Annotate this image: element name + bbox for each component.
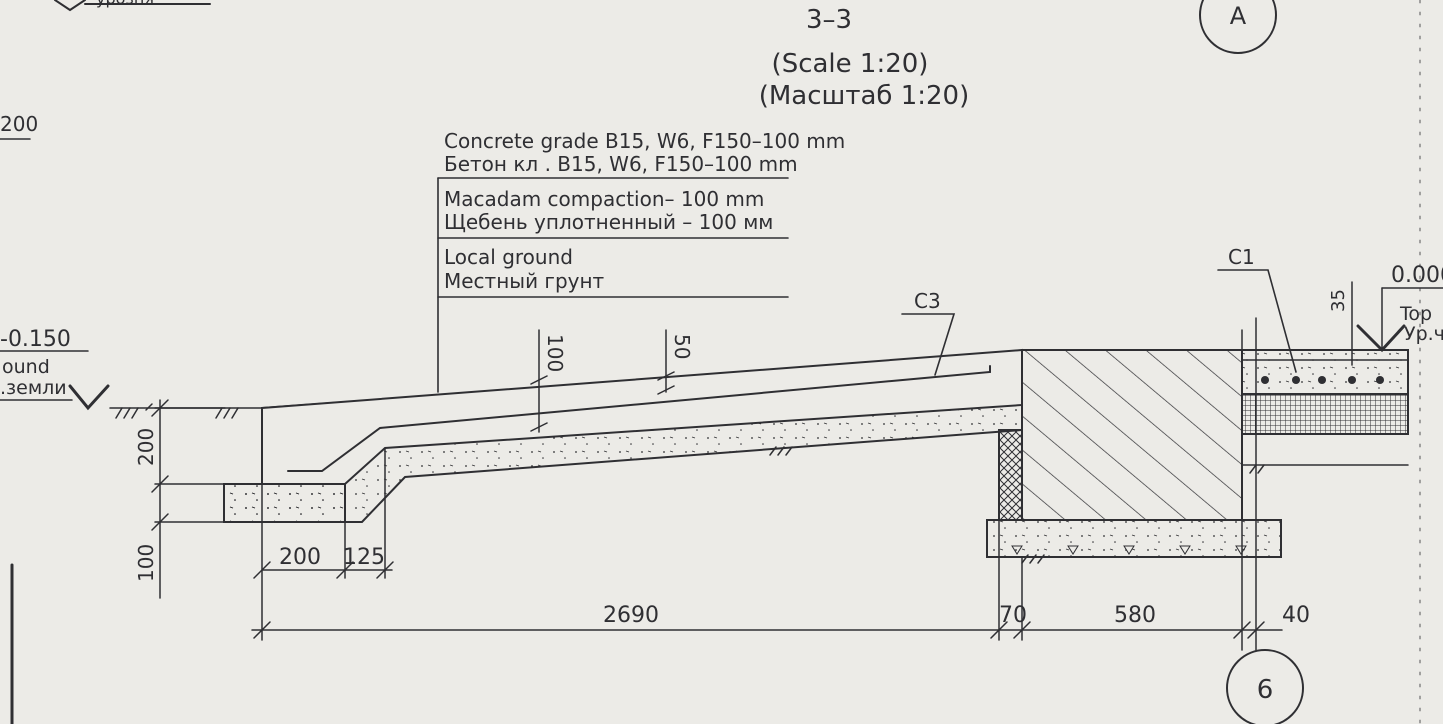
grid-axis-6-label: 6 xyxy=(1257,675,1274,705)
ground-level-ru: .земли xyxy=(0,377,67,399)
foundation-footing xyxy=(986,519,1282,558)
dim-125: 125 xyxy=(343,545,385,570)
ground-label-ru: Местный грунт xyxy=(444,269,605,293)
grid-axis-6-bubble xyxy=(1226,649,1304,724)
dim-40: 40 xyxy=(1282,603,1310,628)
vertical-dims xyxy=(151,399,226,599)
scale-label-ru: (Масштаб 1:20) xyxy=(759,81,970,111)
level-top-left-label: урозня xyxy=(96,0,154,8)
floor-level-ru: Ур.ч xyxy=(1404,323,1443,345)
floor-level-triangle xyxy=(1356,324,1406,353)
macadam-label-en: Macadam compaction– 100 mm xyxy=(444,187,764,211)
ground-level-value: -0.150 xyxy=(0,327,71,352)
ground-level-triangle xyxy=(68,384,110,411)
macadam-label-ru: Щебень уплотненный – 100 мм xyxy=(444,210,773,234)
concrete-label-en: Concrete grade B15, W6, F150–100 mm xyxy=(444,129,845,153)
level-mark-top-left xyxy=(54,0,211,12)
ground-level-en: ound xyxy=(2,356,50,378)
grid-axis-a-label: A xyxy=(1230,2,1247,30)
dim-580: 580 xyxy=(1114,603,1156,628)
reinforcement-c3 xyxy=(287,365,991,472)
scale-label-en: (Scale 1:20) xyxy=(772,49,929,79)
section-title: 3–3 xyxy=(806,5,852,35)
ground-surface xyxy=(109,403,1265,564)
left-level-200: 200 xyxy=(0,112,38,136)
dim-slab-100: 100 xyxy=(543,334,567,372)
concrete-label-ru: Бетон кл . B15, W6, F150–100 mm xyxy=(444,152,798,176)
foundation-wall xyxy=(1021,349,1243,521)
dim-vert-100: 100 xyxy=(134,544,158,582)
ramp-foot xyxy=(223,483,346,523)
floor-screed xyxy=(1241,349,1409,395)
mark-c1: C1 xyxy=(1228,245,1255,269)
slab-thickness-dims xyxy=(530,329,675,433)
horizontal-dims xyxy=(251,447,1283,641)
c3-leader xyxy=(901,313,956,376)
grid-axis-a-bubble xyxy=(1199,0,1277,54)
footing-triangles xyxy=(1011,545,1247,555)
expansion-joint xyxy=(998,429,1023,521)
mark-c3: C3 xyxy=(914,289,941,313)
c1-leader xyxy=(1217,269,1297,373)
dim-2690: 2690 xyxy=(603,603,659,628)
floor-insulation xyxy=(1241,393,1409,435)
dim-200: 200 xyxy=(279,545,321,570)
floor-level-en: Top xyxy=(1399,303,1432,325)
dim-70: 70 xyxy=(999,603,1027,628)
floor-rebar-dots xyxy=(1261,376,1384,384)
floor-level-value: 0.000 xyxy=(1391,263,1443,288)
dim-slab-50: 50 xyxy=(670,334,694,359)
ground-label-en: Local ground xyxy=(444,245,573,269)
dim-35: 35 xyxy=(1328,289,1349,312)
dim-vert-200: 200 xyxy=(134,428,158,466)
layer-callout xyxy=(437,177,789,393)
